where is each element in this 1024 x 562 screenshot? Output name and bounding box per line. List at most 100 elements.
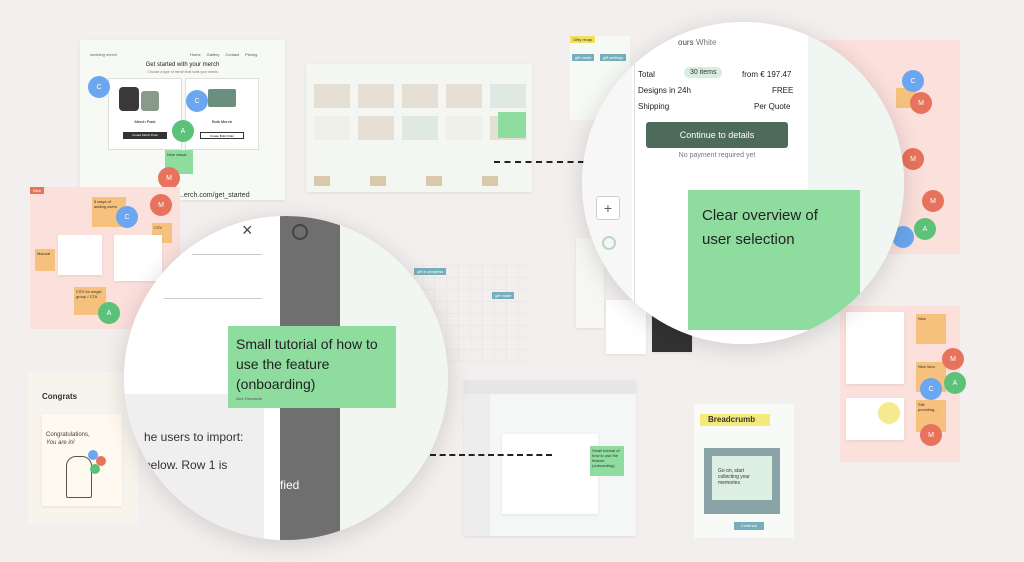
sticky-note: Manual <box>35 249 55 271</box>
total-value: from € 197.47 <box>742 70 792 79</box>
breadcrumb-board: Breadcrumb Go on, start collecting your … <box>694 404 794 538</box>
merch-pack-label: Merch Pack <box>134 119 156 124</box>
page-subtitle: Choose a type of merch that suits your n… <box>147 70 218 74</box>
avatar: M <box>922 190 944 212</box>
avatar: A <box>914 218 936 240</box>
breadcrumb-screen: Go on, start collecting your memories <box>704 448 780 514</box>
avatar: M <box>942 348 964 370</box>
breadcrumb-label: Breadcrumb <box>708 415 756 424</box>
import-screen-preview <box>58 235 102 275</box>
breadcrumb-label-highlight <box>700 414 770 426</box>
create-bulk-button[interactable]: Create Bulk Order <box>200 132 244 139</box>
colours-label: ours <box>678 38 694 47</box>
product-thumb[interactable] <box>314 176 330 186</box>
shirt-image <box>141 91 159 111</box>
tutorial-sticky-note: Small tutorial of how to use the feature… <box>228 326 396 408</box>
avatar: C <box>902 70 924 92</box>
product-grid-screen <box>306 64 532 192</box>
product-thumb[interactable] <box>402 116 438 140</box>
product-thumb[interactable] <box>446 116 482 140</box>
zoom-circle-summary: + ours White Total 30 items from € 197.4… <box>582 22 904 344</box>
congrats-label: Congrats <box>42 392 78 401</box>
product-thumb[interactable] <box>446 84 482 108</box>
gear-icon[interactable] <box>292 224 308 240</box>
settings-icon[interactable] <box>602 236 616 250</box>
payment-note: No payment required yet <box>678 152 756 159</box>
nav-item[interactable]: Contact <box>225 52 240 57</box>
modal-dialog <box>502 434 598 514</box>
close-icon[interactable]: × <box>242 220 253 240</box>
avatar: M <box>910 92 932 114</box>
avatar: M <box>150 194 172 216</box>
avatar <box>88 450 98 460</box>
browser-bar <box>464 380 636 394</box>
create-pack-button[interactable]: Create Merch Pack <box>123 132 167 139</box>
congrats-screen: Congratulations, You are in! <box>42 414 122 506</box>
product-thumb[interactable] <box>490 84 526 108</box>
sticky-text: Small tutorial of how to use the feature… <box>236 336 378 392</box>
merch-pack-card[interactable]: Merch Pack Create Merch Pack <box>108 78 182 150</box>
divider <box>192 254 262 255</box>
sticky-note: Nice <box>916 314 946 344</box>
highlight-circle <box>878 402 900 424</box>
congrats-subheading: You are in! <box>46 440 75 446</box>
congrats-heading: Congratulations, <box>46 432 90 438</box>
flow-tag: gift made <box>492 292 515 299</box>
total-label: Total <box>638 70 655 79</box>
designs-label: Designs in 24h <box>638 86 691 95</box>
left-rail <box>582 22 632 344</box>
colour-value: White <box>696 38 717 47</box>
sticky-note: Small tutorial of how to use the feature… <box>590 446 624 476</box>
overview-sticky-note: Clear overview of user selection <box>688 190 860 330</box>
product-thumb[interactable] <box>358 116 394 140</box>
avatar: C <box>186 90 208 112</box>
sidebar <box>464 394 490 536</box>
import-text: below. Row 1 is <box>144 458 228 472</box>
sticky-note <box>498 112 526 138</box>
connector-line <box>430 454 552 456</box>
product-thumb[interactable] <box>482 176 498 186</box>
product-thumb[interactable] <box>314 116 350 140</box>
product-thumb[interactable] <box>314 84 350 108</box>
content-panel <box>124 394 264 540</box>
designs-value: FREE <box>772 86 794 95</box>
divider <box>164 298 262 299</box>
nav-item[interactable]: Pricing <box>245 52 258 57</box>
breadcrumb-panel: Go on, start collecting your memories <box>712 456 772 500</box>
add-button[interactable]: + <box>596 196 620 220</box>
continue-button[interactable]: Continue <box>734 522 764 530</box>
shipping-value: Per Quote <box>754 102 791 111</box>
avatar: M <box>158 167 180 189</box>
congrats-board: Congrats Congratulations, You are in! <box>28 372 138 524</box>
zoom-circle-onboarding: × he users to import: below. Row 1 is fi… <box>124 216 448 540</box>
avatar: A <box>944 372 966 394</box>
url-text: ...erch.com/get_started <box>178 192 250 199</box>
items-badge: 30 items <box>684 67 723 78</box>
hoodie-image <box>119 87 139 111</box>
bulk-merch-label: Bulk Merch <box>211 119 232 124</box>
product-thumb[interactable] <box>370 176 386 186</box>
avatar: M <box>902 148 924 170</box>
avatar: M <box>920 424 942 446</box>
avatar <box>90 464 100 474</box>
product-thumb[interactable] <box>358 84 394 108</box>
sticky-text: Clear overview of user selection <box>702 207 818 248</box>
import-text: fied <box>280 478 300 492</box>
product-thumb[interactable] <box>426 176 442 186</box>
search-input[interactable]: wedding merch <box>90 52 118 57</box>
avatar <box>96 456 106 466</box>
avatar: C <box>88 76 110 98</box>
nav-item[interactable]: Home <box>190 52 201 57</box>
white-card <box>264 402 280 540</box>
avatar: A <box>98 302 120 324</box>
browser-onboarding-screen: Small tutorial of how to use the feature… <box>464 380 636 536</box>
product-thumb[interactable] <box>402 84 438 108</box>
celebration-illustration-icon <box>66 456 92 498</box>
sticky-author: Alex Demache <box>236 396 263 401</box>
panel-text: Go on, start collecting your memories <box>718 468 750 486</box>
connector-line <box>494 161 584 163</box>
nav-item[interactable]: Gallery <box>206 52 220 57</box>
board-tag: Nice <box>30 187 45 194</box>
bulk-merch-card[interactable]: Bulk Merch Create Bulk Order <box>185 78 259 150</box>
continue-to-details-button[interactable]: Continue to details <box>646 122 788 148</box>
